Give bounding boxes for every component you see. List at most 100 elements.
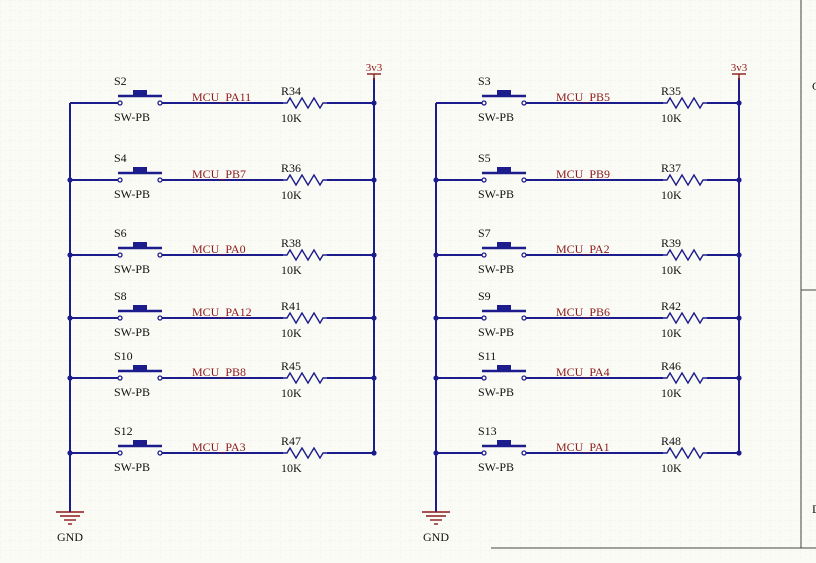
resistor-designator: R42 <box>661 299 681 313</box>
switch-contact-left <box>117 100 123 106</box>
junction-dot-ground <box>67 315 73 321</box>
net-label: MCU_PA12 <box>192 305 252 319</box>
switch-type-label: SW-PB <box>478 385 514 399</box>
switch-type-label: SW-PB <box>478 110 514 124</box>
switch-contact-right <box>157 450 163 456</box>
resistor-symbol <box>283 96 327 110</box>
switch-contact-left <box>117 315 123 321</box>
switch-designator: S5 <box>478 151 491 165</box>
switch-contact-left <box>481 252 487 258</box>
junction-dot-ground <box>67 252 73 258</box>
switch-plunger <box>497 440 511 445</box>
junction-dot-ground <box>433 315 439 321</box>
switch-designator: S4 <box>114 151 127 165</box>
switch-contact-right <box>521 315 527 321</box>
junction-dot-ground <box>67 375 73 381</box>
resistor-symbol <box>663 311 707 325</box>
resistor-symbol <box>663 371 707 385</box>
net-label: MCU_PA2 <box>556 242 610 256</box>
net-label: MCU_PA1 <box>556 440 610 454</box>
resistor-designator: R37 <box>661 161 681 175</box>
resistor-designator: R41 <box>281 299 301 313</box>
switch-contact-right <box>521 177 527 183</box>
zone-letter-d: D <box>812 502 816 516</box>
switch-type-label: SW-PB <box>478 187 514 201</box>
junction-dot-rail <box>371 450 377 456</box>
switch-contact-left <box>117 177 123 183</box>
net-label: MCU_PA0 <box>192 242 246 256</box>
switch-contact-right <box>157 375 163 381</box>
switch-designator: S11 <box>478 349 496 363</box>
junction-dot-ground <box>433 375 439 381</box>
resistor-value: 10K <box>281 386 302 400</box>
junction-dot-rail <box>371 315 377 321</box>
ground-label: GND <box>57 530 83 544</box>
switch-plunger <box>133 90 147 95</box>
power-label: 3v3 <box>731 62 748 74</box>
net-label: MCU_PB5 <box>556 90 610 104</box>
resistor-symbol <box>663 173 707 187</box>
switch-designator: S6 <box>114 226 127 240</box>
switch-type-label: SW-PB <box>114 262 150 276</box>
switch-plunger <box>497 305 511 310</box>
junction-dot-ground <box>67 177 73 183</box>
junction-dot-rail <box>371 375 377 381</box>
switch-contact-right <box>157 100 163 106</box>
switch-contact-left <box>481 177 487 183</box>
resistor-designator: R35 <box>661 84 681 98</box>
resistor-value: 10K <box>661 386 682 400</box>
resistor-symbol <box>663 96 707 110</box>
switch-plunger <box>497 242 511 247</box>
switch-type-label: SW-PB <box>114 385 150 399</box>
net-label: MCU_PA11 <box>192 90 251 104</box>
switch-contact-right <box>521 450 527 456</box>
junction-dot-ground <box>433 177 439 183</box>
junction-dot-ground <box>433 252 439 258</box>
net-label: MCU_PA3 <box>192 440 246 454</box>
net-label: MCU_PB9 <box>556 167 610 181</box>
switch-contact-right <box>521 252 527 258</box>
switch-contact-left <box>481 450 487 456</box>
switch-contact-right <box>157 177 163 183</box>
switch-contact-left <box>117 450 123 456</box>
switch-contact-left <box>481 100 487 106</box>
resistor-designator: R39 <box>661 236 681 250</box>
switch-plunger <box>133 167 147 172</box>
resistor-value: 10K <box>661 188 682 202</box>
switch-contact-left <box>481 375 487 381</box>
junction-dot-rail <box>736 252 742 258</box>
switch-designator: S12 <box>114 424 133 438</box>
resistor-value: 10K <box>281 461 302 475</box>
net-label: MCU_PB7 <box>192 167 246 181</box>
ground-label: GND <box>423 530 449 544</box>
resistor-value: 10K <box>281 188 302 202</box>
junction-dot-rail <box>371 252 377 258</box>
net-label: MCU_PB8 <box>192 365 246 379</box>
junction-dot-rail <box>736 100 742 106</box>
switch-designator: S3 <box>478 74 491 88</box>
resistor-designator: R46 <box>661 359 681 373</box>
switch-contact-right <box>157 252 163 258</box>
resistor-symbol <box>283 173 327 187</box>
switch-plunger <box>497 365 511 370</box>
switch-designator: S13 <box>478 424 497 438</box>
switch-contact-left <box>481 315 487 321</box>
zone-letter-c: C <box>812 79 816 93</box>
switch-plunger <box>497 167 511 172</box>
resistor-value: 10K <box>661 461 682 475</box>
switch-designator: S9 <box>478 289 491 303</box>
switch-contact-right <box>521 100 527 106</box>
resistor-value: 10K <box>661 263 682 277</box>
resistor-symbol <box>283 446 327 460</box>
resistor-designator: R48 <box>661 434 681 448</box>
switch-type-label: SW-PB <box>478 262 514 276</box>
